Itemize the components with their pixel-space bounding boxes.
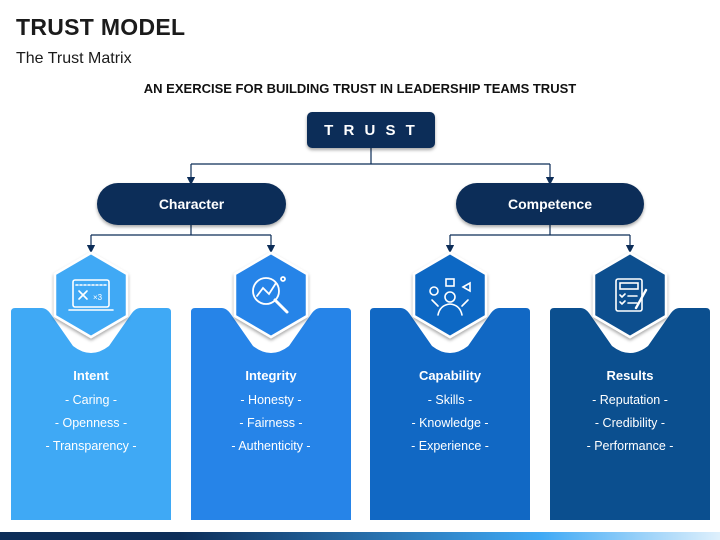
- card-intent-text: Intent - Caring - - Openness - - Transpa…: [8, 368, 174, 458]
- magnifier-chart-icon: [252, 276, 289, 314]
- card-results: [550, 308, 710, 520]
- competence-branch: Competence: [456, 183, 644, 225]
- card-item: - Experience -: [411, 439, 489, 453]
- card-item: - Transparency -: [45, 439, 137, 453]
- slide-subtitle: The Trust Matrix: [16, 50, 132, 67]
- hexagon-integrity: [233, 251, 309, 339]
- card-item: - Skills -: [427, 393, 473, 407]
- card-integrity: [191, 308, 351, 520]
- card-heading: Capability: [418, 368, 482, 383]
- card-item: - Honesty -: [240, 393, 302, 407]
- card-item: - Knowledge -: [411, 416, 489, 430]
- hexagon-results: [592, 251, 668, 339]
- hexagon-intent: ×3: [53, 251, 129, 339]
- card-item: - Reputation -: [592, 393, 668, 407]
- hexagon-capability: [412, 251, 488, 339]
- card-intent: [11, 308, 171, 520]
- card-item: - Caring -: [64, 393, 118, 407]
- connector-lines: [86, 148, 635, 254]
- character-branch: Character: [97, 183, 286, 225]
- card-integrity-text: Integrity - Honesty - - Fairness - - Aut…: [188, 368, 354, 458]
- card-item: - Authenticity -: [231, 439, 311, 453]
- card-heading: Intent: [73, 368, 109, 383]
- diagram-heading: AN EXERCISE FOR BUILDING TRUST IN LEADER…: [143, 81, 577, 96]
- card-item: - Credibility -: [594, 416, 666, 430]
- card-results-text: Results - Reputation - - Credibility - -…: [547, 368, 713, 458]
- slide-title: TRUST MODEL: [16, 14, 186, 40]
- whiteboard-icon: ×3: [68, 279, 114, 311]
- card-capability: [370, 308, 530, 520]
- card-heading: Results: [606, 368, 654, 383]
- card-item: - Performance -: [586, 439, 674, 453]
- footer-gradient-bar: [0, 532, 720, 540]
- card-heading: Integrity: [245, 368, 297, 383]
- card-item: - Openness -: [54, 416, 128, 430]
- skills-person-icon: [429, 278, 471, 316]
- card-item: - Fairness -: [239, 416, 303, 430]
- checklist-icon: [615, 278, 648, 312]
- svg-text:×3: ×3: [93, 293, 103, 302]
- card-capability-text: Capability - Skills - - Knowledge - - Ex…: [367, 368, 533, 458]
- trust-root-box: T R U S T: [307, 112, 435, 148]
